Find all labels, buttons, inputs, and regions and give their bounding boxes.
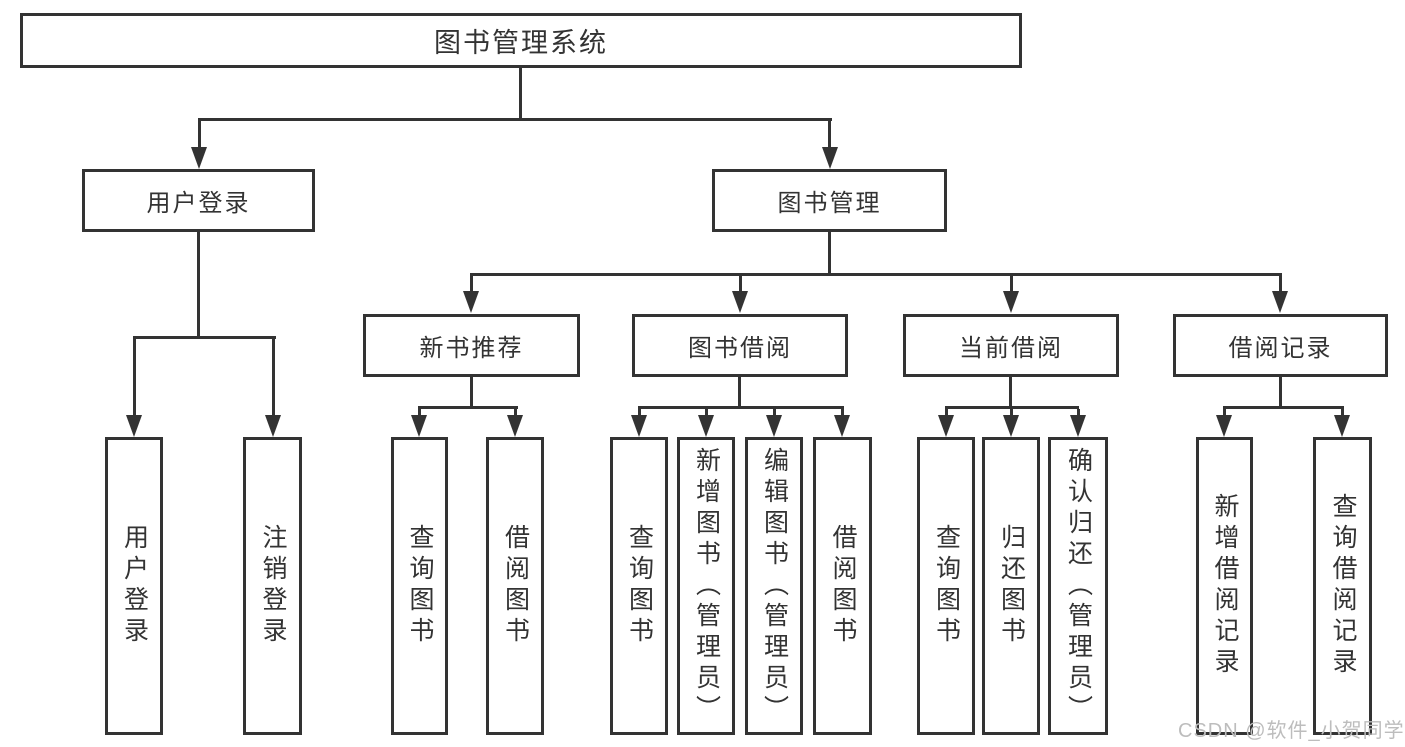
- connector-current-branch: [945, 406, 1079, 409]
- connector-l3-drop: [739, 276, 742, 293]
- arrowhead-leaf: [1070, 415, 1086, 437]
- arrowhead-leaf: [834, 415, 850, 437]
- arrowhead-book-mgmt: [822, 147, 838, 169]
- node-borrow-records: 借阅记录: [1173, 314, 1388, 377]
- connector-leaf-drop: [1010, 409, 1013, 417]
- node-user-login: 用户登录: [82, 169, 315, 232]
- connector-book-mgmt-drop: [828, 121, 831, 149]
- connector-l3-drop: [1279, 276, 1282, 293]
- connector-user-login-branch: [133, 336, 276, 339]
- connector-user-login-drop: [198, 121, 201, 149]
- arrowhead-leaf: [938, 415, 954, 437]
- leaf-logout: 注销登录: [243, 437, 302, 735]
- node-book-management: 图书管理: [712, 169, 947, 232]
- connector-root-branch: [198, 118, 832, 121]
- leaf-user-login: 用户登录: [105, 437, 163, 735]
- arrowhead-leaf: [1334, 415, 1350, 437]
- leaf-label: 归还图书: [997, 524, 1026, 648]
- arrowhead-l3: [463, 291, 479, 313]
- node-label: 图书借阅: [688, 335, 792, 362]
- arrowhead-user-login: [191, 147, 207, 169]
- leaf-label: 编辑图书（管理员）: [760, 446, 789, 726]
- connector-l3-drop: [1010, 276, 1013, 293]
- arrowhead-leaf: [766, 415, 782, 437]
- leaf-label: 新增图书（管理员）: [692, 446, 721, 726]
- connector-user-login-stem: [197, 232, 200, 336]
- connector-recommend-stem: [470, 377, 473, 406]
- connector-leaf-drop: [945, 409, 948, 417]
- arrowhead-leaf: [126, 415, 142, 437]
- connector-records-branch: [1223, 406, 1344, 409]
- connector-leaf-drop: [418, 409, 421, 417]
- leaf-label: 注销登录: [259, 524, 287, 648]
- node-label: 图书管理: [777, 190, 882, 217]
- leaf-current-query-books: 查询图书: [917, 437, 975, 735]
- node-new-book-recommend: 新书推荐: [363, 314, 580, 377]
- leaf-recommend-borrow-books: 借阅图书: [486, 437, 544, 735]
- connector-leaf-drop: [272, 339, 275, 417]
- arrowhead-leaf: [1216, 415, 1232, 437]
- leaf-label: 查询图书: [932, 524, 961, 648]
- connector-root-stem: [519, 68, 522, 118]
- leaf-current-return-books: 归还图书: [982, 437, 1040, 735]
- arrowhead-leaf: [1003, 415, 1019, 437]
- node-book-borrow: 图书借阅: [632, 314, 848, 377]
- connector-leaf-drop: [1077, 409, 1080, 417]
- leaf-records-add-record: 新增借阅记录: [1196, 437, 1253, 735]
- arrowhead-leaf: [507, 415, 523, 437]
- leaf-label: 查询借阅记录: [1329, 493, 1357, 679]
- connector-l3-drop: [470, 276, 473, 293]
- node-label: 新书推荐: [419, 335, 524, 362]
- leaf-label: 查询图书: [406, 524, 434, 648]
- connector-borrow-branch: [638, 406, 844, 409]
- leaf-label: 借阅图书: [501, 524, 530, 648]
- arrowhead-l3: [732, 291, 748, 313]
- node-library-management-system: 图书管理系统: [20, 13, 1022, 68]
- connector-leaf-drop: [1223, 409, 1226, 417]
- connector-book-mgmt-stem: [828, 232, 831, 273]
- connector-leaf-drop: [1341, 409, 1344, 417]
- connector-leaf-drop: [514, 409, 517, 417]
- leaf-label: 借阅图书: [829, 524, 857, 648]
- connector-leaf-drop: [638, 409, 641, 417]
- connector-leaf-drop: [773, 409, 776, 417]
- leaf-current-confirm-return-admin: 确认归还（管理员）: [1048, 437, 1108, 735]
- arrowhead-leaf: [411, 415, 427, 437]
- connector-recommend-branch: [418, 406, 518, 409]
- connector-records-stem: [1279, 377, 1282, 406]
- arrowhead-leaf: [631, 415, 647, 437]
- arrowhead-leaf: [698, 415, 714, 437]
- connector-leaf-drop: [133, 339, 136, 417]
- node-label: 图书管理系统: [434, 28, 608, 58]
- leaf-borrow-edit-books-admin: 编辑图书（管理员）: [745, 437, 803, 735]
- connector-book-mgmt-branch: [470, 273, 1282, 276]
- connector-current-stem: [1009, 377, 1012, 406]
- leaf-borrow-query-books: 查询图书: [610, 437, 668, 735]
- leaf-label: 用户登录: [120, 524, 149, 648]
- leaf-recommend-query-books: 查询图书: [391, 437, 448, 735]
- leaf-label: 新增借阅记录: [1211, 493, 1239, 679]
- arrowhead-leaf: [265, 415, 281, 437]
- node-label: 用户登录: [146, 190, 251, 217]
- leaf-records-query-record: 查询借阅记录: [1313, 437, 1372, 735]
- connector-leaf-drop: [841, 409, 844, 417]
- connector-leaf-drop: [705, 409, 708, 417]
- csdn-watermark: CSDN @软件_小贺同学: [1178, 720, 1405, 742]
- leaf-label: 确认归还（管理员）: [1064, 446, 1093, 726]
- arrowhead-l3: [1003, 291, 1019, 313]
- leaf-borrow-borrow-books: 借阅图书: [813, 437, 872, 735]
- node-label: 借阅记录: [1228, 335, 1333, 362]
- leaf-borrow-add-books-admin: 新增图书（管理员）: [677, 437, 735, 735]
- connector-borrow-stem: [738, 377, 741, 406]
- arrowhead-l3: [1272, 291, 1288, 313]
- node-current-borrow: 当前借阅: [903, 314, 1119, 377]
- leaf-label: 查询图书: [625, 524, 654, 648]
- node-label: 当前借阅: [959, 335, 1063, 362]
